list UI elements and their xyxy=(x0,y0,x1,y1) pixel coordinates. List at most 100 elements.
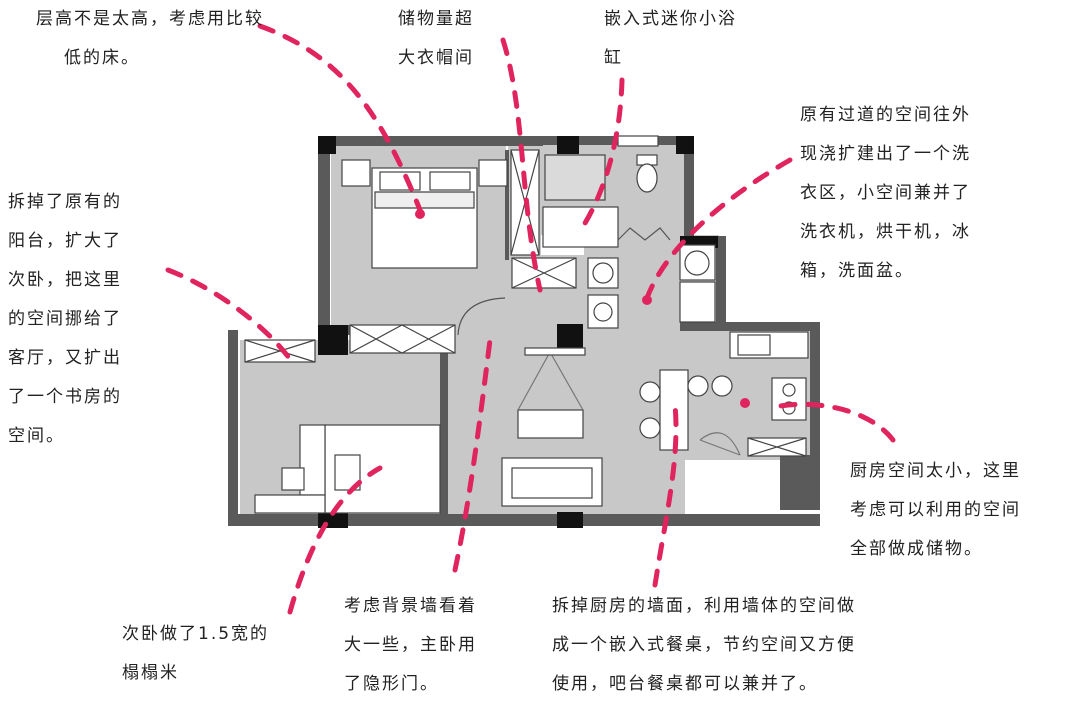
column xyxy=(557,512,583,528)
note-line: 厨房空间太小，这里 xyxy=(850,461,1021,481)
column xyxy=(557,136,579,154)
nightstand xyxy=(478,159,508,187)
washbasin-bowl xyxy=(593,302,613,322)
wardrobe xyxy=(349,324,456,354)
sofa-seat xyxy=(511,467,593,499)
note-line: 空间。 xyxy=(8,426,65,446)
note-line: 嵌入式迷你小浴 xyxy=(604,9,737,29)
note-line: 榻榻米 xyxy=(122,663,179,683)
note-line: 阳台，扩大了 xyxy=(8,231,122,251)
bathtub xyxy=(542,206,619,248)
note-line: 衣区，小空间兼并了 xyxy=(800,183,971,203)
note-line: 了一个书房的 xyxy=(8,387,122,407)
kitchen-sink xyxy=(737,334,771,356)
pointer-dot xyxy=(642,295,652,305)
note-bed-height: 层高不是太高，考虑用比较 低的床。 xyxy=(36,0,264,78)
bed-pillow xyxy=(379,171,421,191)
wall-bottom xyxy=(228,514,820,526)
column xyxy=(676,136,694,154)
note-line: 箱，洗面盆。 xyxy=(800,261,914,281)
note-line: 原有过道的空间往外 xyxy=(800,105,971,125)
note-balcony-removed: 拆掉了原有的 阳台，扩大了 次卧，把这里 的空间挪给了 客厅，又扩出 了一个书房… xyxy=(8,183,122,456)
dining-chair xyxy=(639,381,661,403)
shower-tray xyxy=(544,154,606,201)
pointer-storage-room xyxy=(500,37,543,293)
note-storage-room: 储物量超 大衣帽间 xyxy=(398,0,474,78)
note-mini-bathtub: 嵌入式迷你小浴 缸 xyxy=(604,0,737,78)
note-laundry-area: 原有过道的空间往外 现浇扩建出了一个洗 衣区，小空间兼并了 洗衣机，烘干机，冰 … xyxy=(800,96,971,291)
note-kitchen-wall: 拆掉厨房的墙面，利用墙体的空间做 成一个嵌入式餐桌，节约空间又方便 使用，吧台餐… xyxy=(552,587,856,704)
column xyxy=(557,324,583,348)
fridge-grill xyxy=(592,262,614,284)
dining-chair xyxy=(687,375,709,397)
note-line: 的空间挪给了 xyxy=(8,309,122,329)
note-line: 大一些，主卧用 xyxy=(344,635,477,655)
pointer-tatami xyxy=(287,465,383,615)
washbasin xyxy=(587,294,619,329)
wall-closet-left xyxy=(505,150,509,260)
note-hidden-door: 考虑背景墙看着 大一些，主卧用 了隐形门。 xyxy=(344,587,477,704)
pointer-hidden-door xyxy=(452,337,493,573)
wall-left-master xyxy=(318,136,330,341)
bed-pillow xyxy=(429,171,471,191)
note-line: 低的床。 xyxy=(64,48,140,68)
toilet-bowl xyxy=(636,163,658,193)
note-tatami: 次卧做了1.5宽的 榻榻米 xyxy=(122,615,269,693)
bookshelf xyxy=(254,494,326,514)
bed-sheet-fold xyxy=(374,191,475,209)
note-line: 缸 xyxy=(604,48,623,68)
note-line: 了隐形门。 xyxy=(344,674,439,694)
note-line: 次卧做了1.5宽的 xyxy=(122,624,270,644)
note-line: 考虑背景墙看着 xyxy=(344,596,477,616)
wall-left-second xyxy=(228,330,238,526)
wall-kitchen-right xyxy=(810,322,820,472)
note-line: 使用，吧台餐桌都可以兼并了。 xyxy=(552,674,818,694)
bath-window xyxy=(617,135,659,147)
dining-chair xyxy=(639,417,661,439)
pointer-kitchen-wall xyxy=(652,402,679,588)
wall-top-master xyxy=(318,136,543,146)
note-kitchen-storage: 厨房空间太小，这里 考虑可以利用的空间 全部做成储物。 xyxy=(850,452,1021,569)
stove xyxy=(771,377,807,421)
tv-view-lines xyxy=(517,351,584,411)
note-line: 大衣帽间 xyxy=(398,48,474,68)
column xyxy=(318,325,348,355)
wall-bath-right xyxy=(684,136,694,241)
note-line: 层高不是太高，考虑用比较 xyxy=(36,9,264,29)
pointer-dot xyxy=(740,398,750,408)
note-line: 考虑可以利用的空间 xyxy=(850,500,1021,520)
pointer-kitchen-storage xyxy=(777,401,896,443)
washer-drum xyxy=(684,250,710,276)
master-door-swing xyxy=(457,297,506,336)
note-line: 全部做成储物。 xyxy=(850,539,983,559)
note-line: 拆掉厨房的墙面，利用墙体的空间做 xyxy=(552,596,856,616)
dryer xyxy=(679,281,716,323)
hall-cabinet-cross xyxy=(511,257,577,289)
note-line: 成一个嵌入式餐桌，节约空间又方便 xyxy=(552,635,856,655)
pointer-dot xyxy=(415,209,425,219)
tv-console xyxy=(524,347,586,356)
laundry-door-swing xyxy=(617,227,671,241)
note-line: 次卧，把这里 xyxy=(8,270,122,290)
pointer-balcony-removed xyxy=(165,267,295,365)
pointer-mini-bathtub xyxy=(579,77,625,231)
wall-kitchen-lower-right xyxy=(780,455,820,510)
note-line: 客厅，又扩出 xyxy=(8,348,122,368)
furniture xyxy=(244,135,809,514)
coffee-table xyxy=(517,409,584,439)
nightstand xyxy=(341,159,371,187)
burner xyxy=(782,383,796,397)
balcony-cabinet-cross xyxy=(244,339,316,363)
pointer-lines xyxy=(165,23,896,615)
desk-chair xyxy=(281,467,305,491)
wardrobe-cross xyxy=(349,324,456,354)
dining-chair xyxy=(711,375,733,397)
wall-kitchen-top xyxy=(680,322,820,331)
note-line: 现浇扩建出了一个洗 xyxy=(800,144,971,164)
column xyxy=(318,136,336,154)
kitchen-cabinet-cross xyxy=(747,437,807,457)
pointer-laundry-area xyxy=(644,157,793,301)
note-line: 洗衣机，烘干机，冰 xyxy=(800,222,971,242)
wall-laundry-right xyxy=(716,236,726,330)
